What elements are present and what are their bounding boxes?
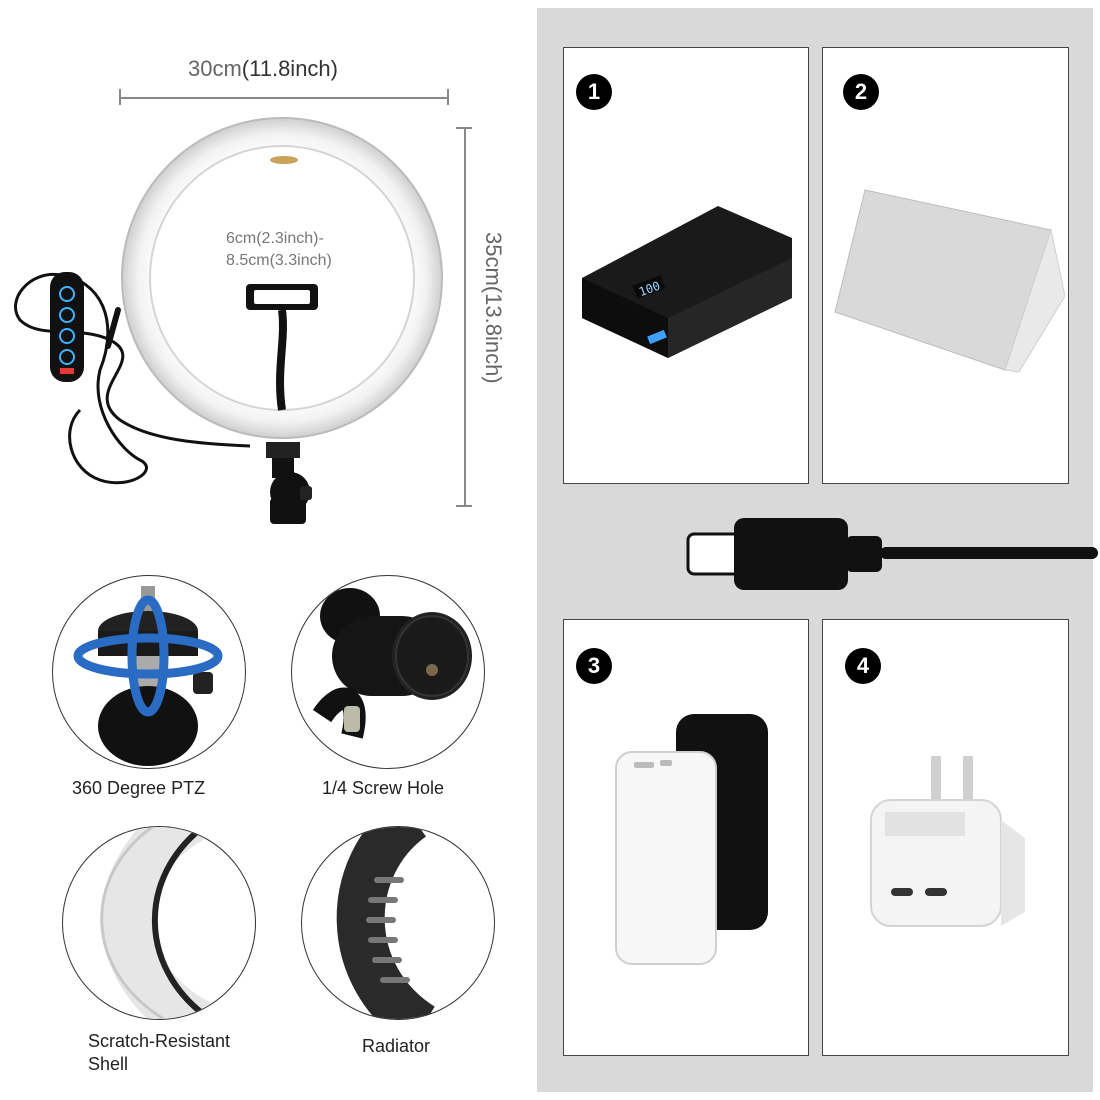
- screw-hole-illustration: [312, 588, 472, 739]
- clamp-range-line2: 8.5cm(3.3inch): [226, 252, 332, 269]
- badge-1: 1: [576, 74, 612, 110]
- height-tick-top: [456, 127, 472, 129]
- wall-charger-illustration: [870, 756, 1025, 927]
- badge-3: 3: [576, 648, 612, 684]
- height-tick-bottom: [456, 505, 472, 507]
- width-tick-right: [447, 89, 449, 105]
- ptz-illustration: [73, 586, 223, 766]
- power-banks-illustration: [615, 714, 768, 965]
- shell-caption-line2: Shell: [88, 1054, 129, 1074]
- width-inch: (11.8inch): [241, 56, 338, 81]
- width-dimension-line: [120, 97, 448, 99]
- usb-c-cable-image: [686, 518, 1098, 590]
- clamp-range-line1: 6cm(2.3inch)-: [226, 230, 324, 247]
- width-cm: 30cm: [188, 56, 242, 81]
- feature-shell-image: [62, 826, 256, 1020]
- power-source-4-wall-charger: 4: [822, 619, 1069, 1056]
- width-tick-left: [119, 89, 121, 105]
- height-cm: 35cm: [481, 232, 506, 286]
- height-dimension-line: [464, 128, 466, 506]
- shell-illustration: [100, 827, 216, 1019]
- power-bank-display: 100: [637, 279, 662, 300]
- power-bank-illustration: 100: [582, 206, 792, 358]
- radiator-illustration: [336, 827, 436, 1019]
- ring-light-section: 30cm(11.8inch) 35cm(13.8inch): [0, 0, 530, 540]
- badge-2: 2: [843, 74, 879, 110]
- ring-light-image: [14, 117, 443, 524]
- power-source-3-power-banks: 3: [563, 619, 809, 1056]
- height-dimension-label: 35cm(13.8inch): [480, 232, 506, 384]
- laptop-illustration: [834, 189, 1065, 373]
- feature-screw-hole-caption: 1/4 Screw Hole: [322, 778, 445, 798]
- feature-ptz-caption: 360 Degree PTZ: [72, 778, 206, 798]
- badge-4: 4: [845, 648, 881, 684]
- feature-radiator-caption: Radiator: [362, 1036, 431, 1056]
- feature-shell-caption: Scratch-Resistant Shell: [88, 1030, 230, 1076]
- feature-radiator-image: [301, 826, 495, 1020]
- feature-ptz-image: [52, 575, 246, 769]
- clamp-range-label: 6cm(2.3inch)- 8.5cm(3.3inch): [226, 228, 332, 272]
- power-source-2-laptop: 2: [822, 47, 1069, 484]
- feature-screw-hole-image: [291, 575, 485, 769]
- power-source-1-power-bank: 1 100: [563, 47, 809, 484]
- width-dimension-label: 30cm(11.8inch): [188, 56, 338, 82]
- height-inch: (13.8inch): [481, 285, 506, 384]
- shell-caption-line1: Scratch-Resistant: [88, 1031, 231, 1051]
